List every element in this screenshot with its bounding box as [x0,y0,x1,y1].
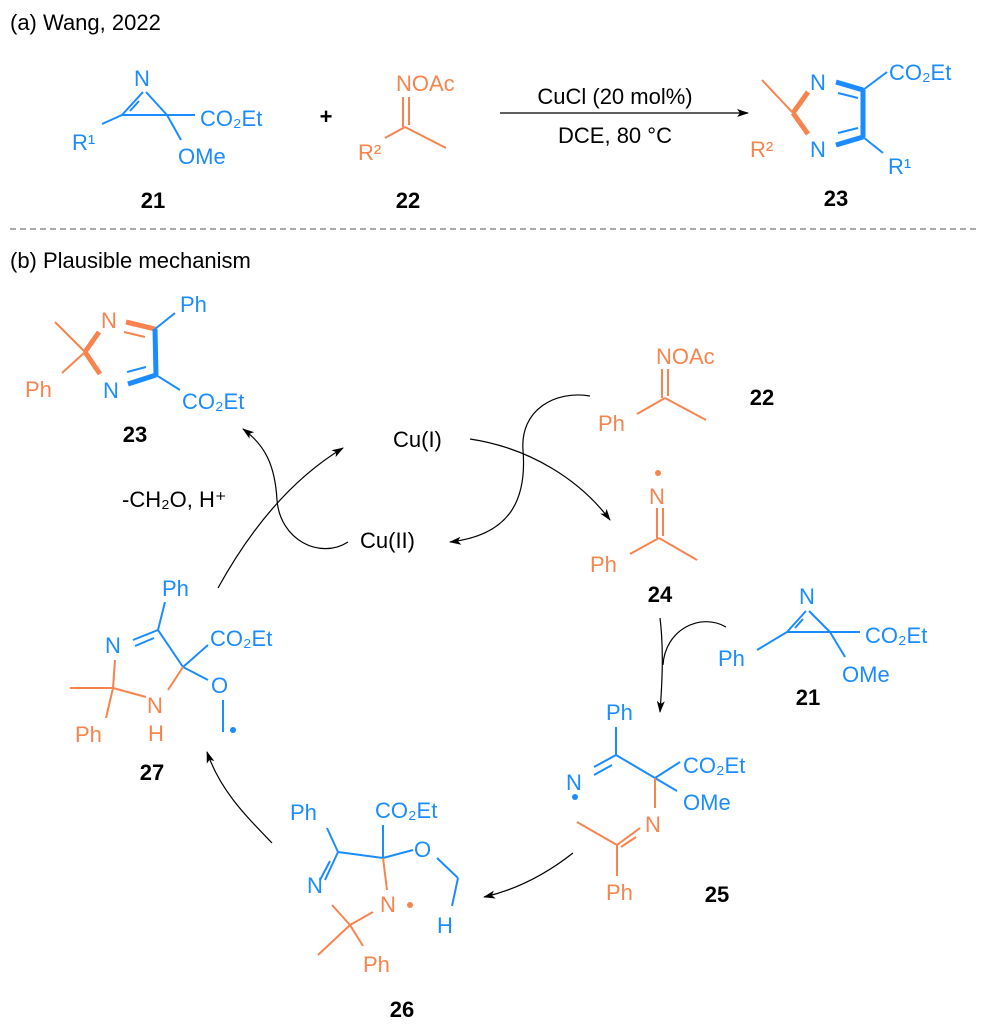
compound-label-24: 24 [648,582,673,607]
ester-group: CO₂Et [683,753,745,778]
radical-dot [572,794,578,800]
radical-dot [230,727,236,733]
compound-label-21: 21 [796,685,820,710]
atom-n: N [810,70,826,95]
part-a-title: (a) Wang, 2022 [10,10,161,35]
noac-group: NOAc [396,71,455,96]
arrow-25-to-26 [483,852,574,899]
atom-n: N [101,308,117,333]
atom-h: H [148,721,164,746]
atom-n: N [380,892,396,917]
phenyl-group: Ph [606,880,633,905]
atom-n: N [645,812,661,837]
atom-n: N [147,693,163,718]
phenyl-group: Ph [180,292,207,317]
compound-label-26: 26 [390,997,414,1022]
noac-group: NOAc [656,344,715,369]
atom-n: N [566,770,582,795]
ester-group: CO₂Et [210,626,272,651]
plus-sign: + [320,104,333,129]
phenyl-group: Ph [363,952,390,977]
mechanism-reactant-21: N Ph CO₂Et OMe 21 [718,584,927,710]
mechanism-product-23: N N Ph Ph CO₂Et 23 [25,292,244,447]
phenyl-group: Ph [718,646,745,671]
atom-n: N [105,633,121,658]
compound-label-22: 22 [750,385,774,410]
compound-label-23: 23 [824,186,848,211]
atom-o: O [414,837,431,862]
methoxy-group: OMe [683,790,731,815]
atom-o: O [211,673,228,698]
arrow-27-to-cu1 [217,447,344,589]
compound-label-22: 22 [396,188,420,213]
arrow-cu1-to-24 [469,438,611,521]
compound-23-imidazole: N N CO₂Et R¹ R² 23 [750,60,951,211]
atom-n: N [307,873,323,898]
iminyl-radical-24: N Ph 24 [590,470,698,607]
compound-label-27: 27 [140,760,164,785]
methoxy-group: OMe [178,144,226,169]
ester-group: CO₂Et [182,389,244,414]
copper-ii-species: Cu(II) [360,528,415,553]
atom-n: N [103,378,119,403]
phenyl-group: Ph [590,552,617,577]
atom-n: N [649,484,665,509]
radical-intermediate-25: Ph N CO₂Et OMe N Ph 25 [566,700,745,907]
arrow-21-joins [662,621,727,666]
radical-dot [655,470,661,476]
arrow-to-product-23 [242,428,349,550]
phenyl-group: Ph [290,800,317,825]
radical-dot [407,902,413,908]
cyclized-radical-26: Ph N CO₂Et O H N Ph 26 [290,798,459,1022]
copper-i-species: Cu(I) [393,427,442,452]
compound-22-oxime-acetate: NOAc R² 22 [358,71,455,213]
atom-n: N [810,137,826,162]
substituent-r1: R¹ [72,130,95,155]
phenyl-group: Ph [25,377,52,402]
atom-h: H [437,913,453,938]
alkoxy-radical-27: Ph N CO₂Et O N H Ph 27 [70,576,272,785]
compound-label-21: 21 [141,188,165,213]
methoxy-group: OMe [842,662,890,687]
ester-group: CO₂Et [375,798,437,823]
phenyl-group: Ph [606,700,633,725]
compound-label-23: 23 [123,422,147,447]
compound-label-25: 25 [705,882,729,907]
ester-group: CO₂Et [889,60,951,85]
phenyl-group: Ph [75,722,102,747]
phenyl-group: Ph [162,576,189,601]
phenyl-group: Ph [598,411,625,436]
atom-n: N [799,584,815,609]
ester-group: CO₂Et [865,623,927,648]
atom-n: N [134,66,150,91]
reagent-condition: CuCl (20 mol%) [537,84,692,109]
arrow-22-to-cu2 [449,394,591,545]
substituent-r1: R¹ [888,154,911,179]
part-b-title: (b) Plausible mechanism [10,248,251,273]
solvent-temperature-condition: DCE, 80 °C [558,123,672,148]
substituent-r2: R² [358,140,381,165]
byproduct-label: -CH₂O, H⁺ [122,487,226,512]
substituent-r2: R² [750,137,773,162]
compound-21-azirine: N R¹ CO₂Et OMe 21 [72,66,262,213]
arrow-24-to-25 [656,617,665,713]
ester-group: CO₂Et [200,106,262,131]
arrow-26-to-27 [206,751,273,844]
mechanism-reactant-22: NOAc Ph 22 [598,344,774,436]
